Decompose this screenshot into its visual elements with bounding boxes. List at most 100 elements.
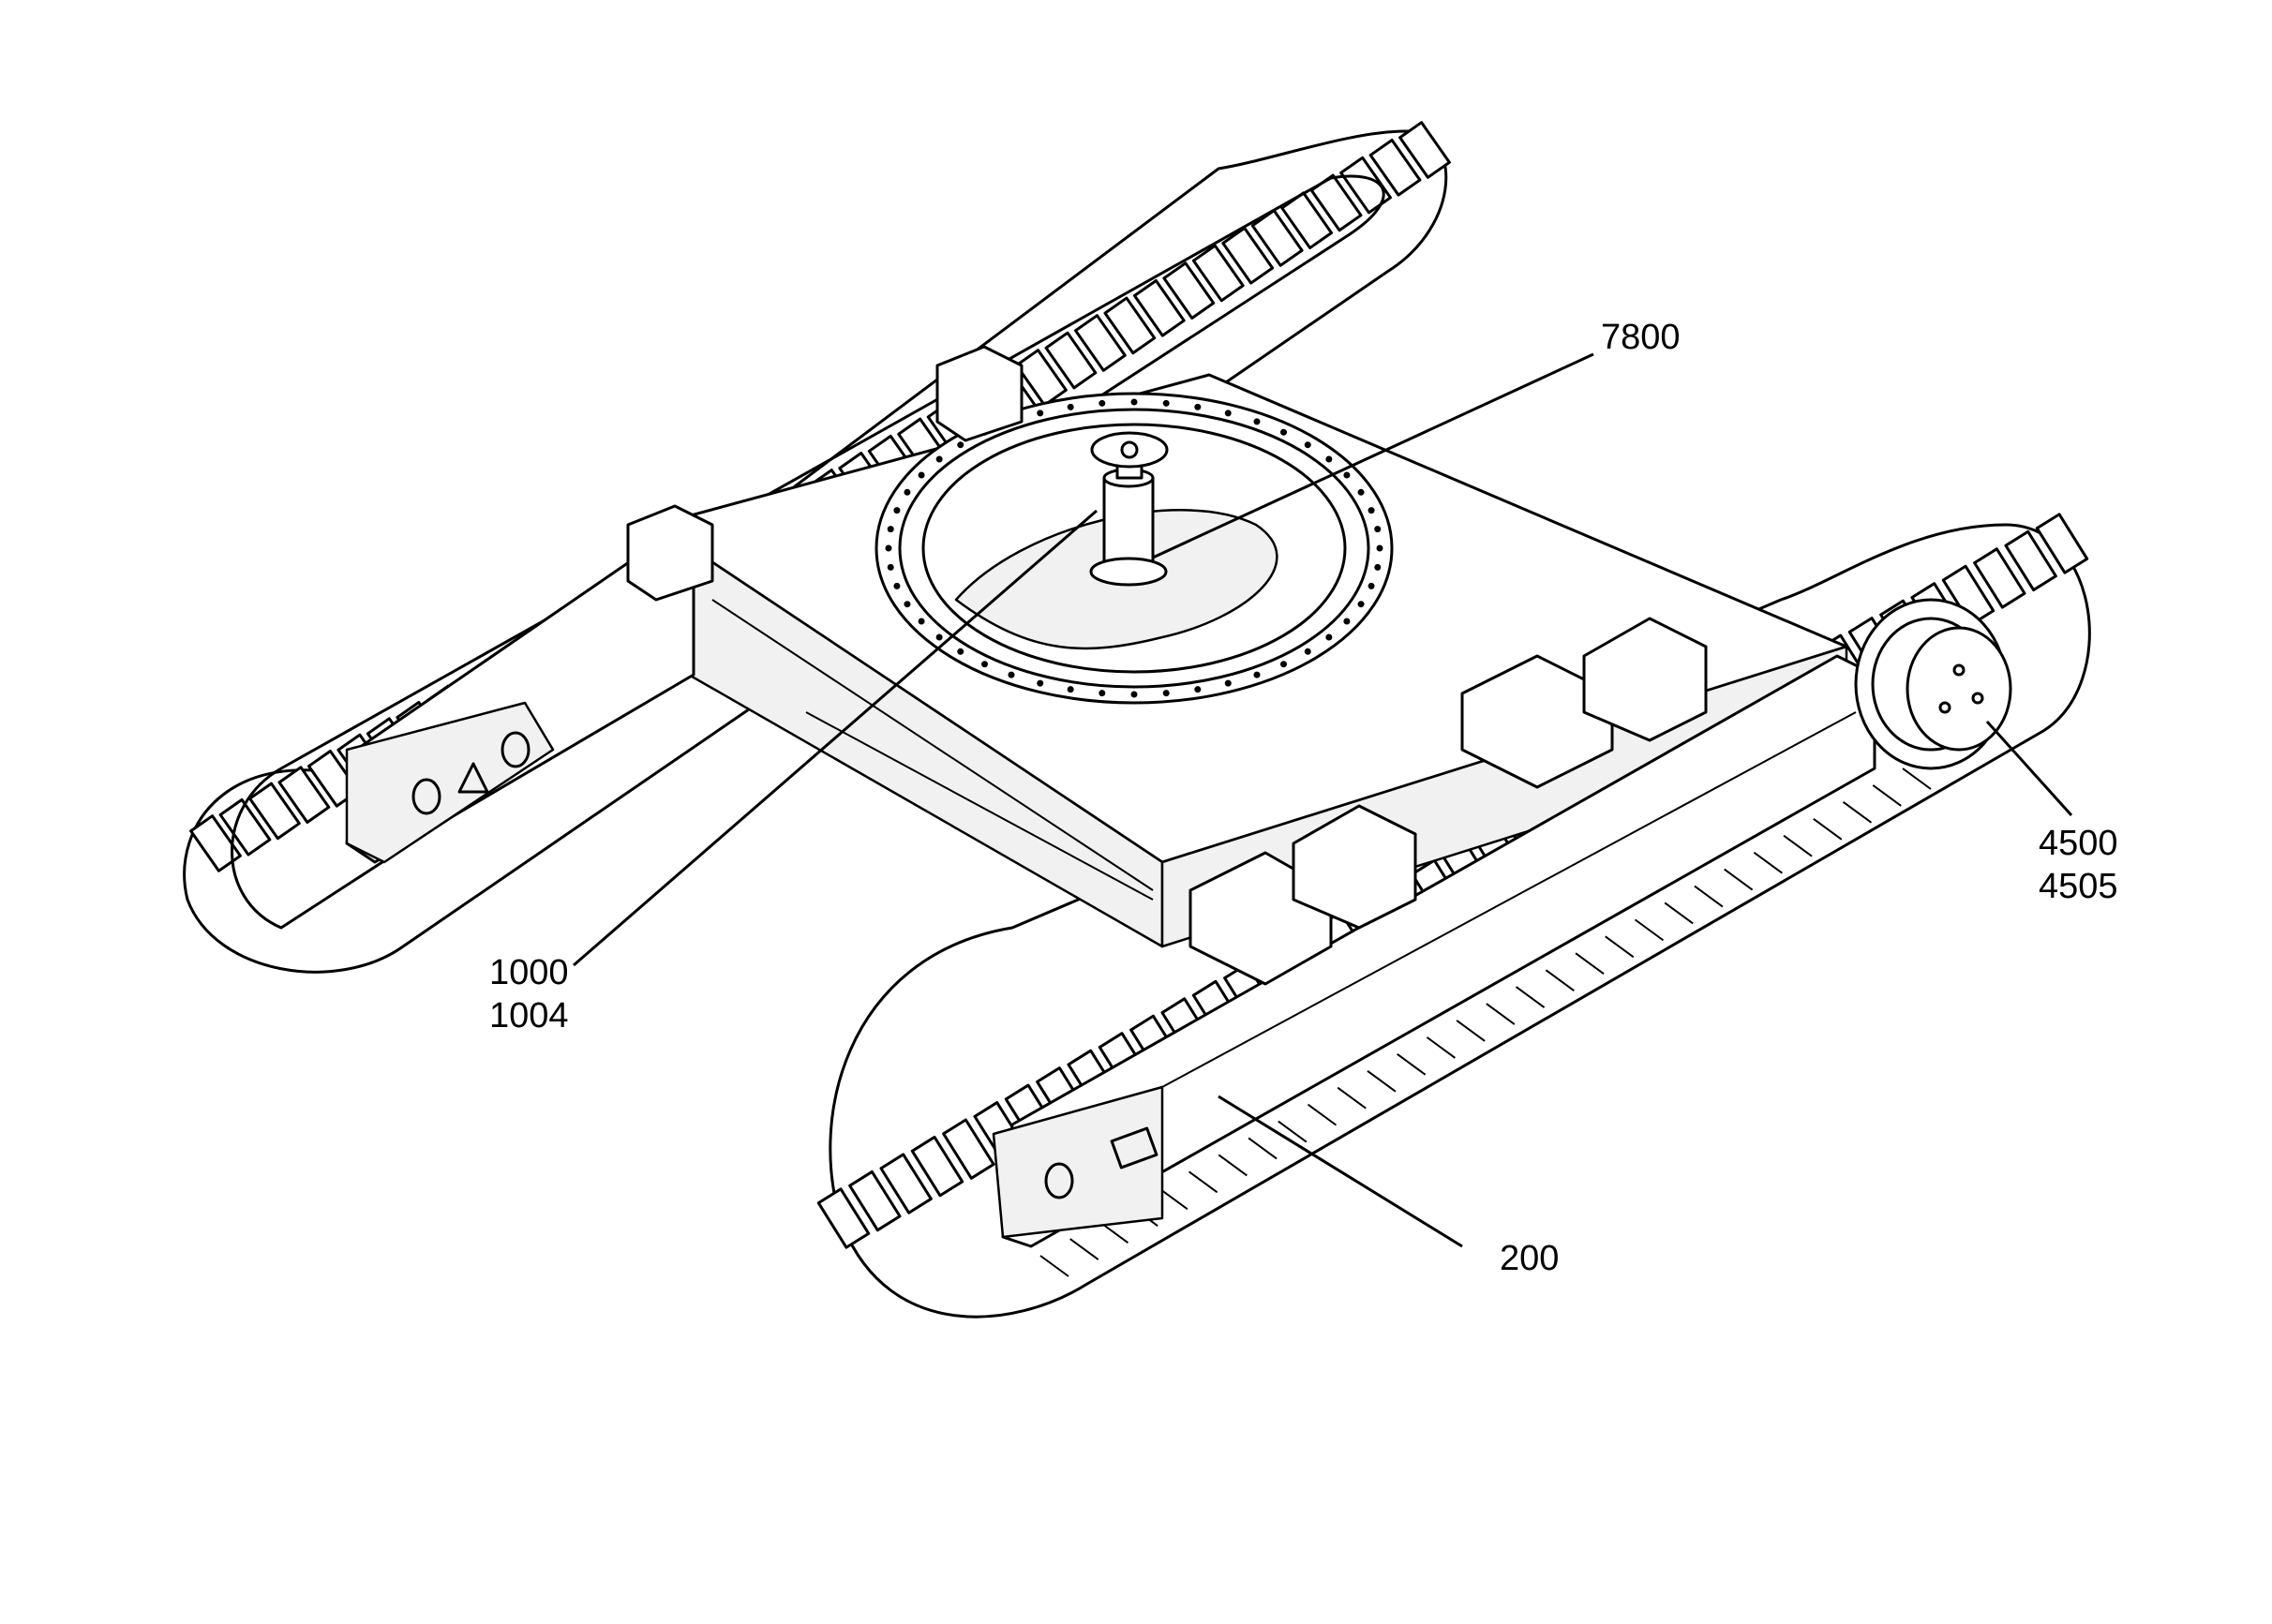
track-pad <box>848 1170 902 1232</box>
track-shoe-edge <box>1039 1255 1069 1277</box>
label-1000: 1000 <box>489 953 569 992</box>
track-pad <box>1250 209 1304 267</box>
leader-7800 <box>1152 352 1594 559</box>
ring-bolt <box>1067 686 1074 693</box>
ring-bolt <box>1194 686 1202 693</box>
label-1004: 1004 <box>489 996 569 1035</box>
ring-bolt <box>1325 633 1333 641</box>
track-shoe-edge <box>1545 969 1575 991</box>
ring-bolt <box>981 661 989 668</box>
track-pad <box>816 1187 871 1249</box>
track-shoe-edge <box>1248 1137 1278 1160</box>
track-shoe-edge <box>1486 1003 1516 1025</box>
ring-bolt <box>918 618 925 625</box>
label-200: 200 <box>1500 1239 1559 1278</box>
ring-bolt <box>1253 418 1261 425</box>
track-shoe-edge <box>1426 1036 1457 1059</box>
track-pad <box>1162 261 1216 320</box>
ring-bolt <box>1279 661 1287 668</box>
ring-bolt <box>1376 544 1383 552</box>
ring-bolt <box>1008 671 1015 678</box>
track-pad <box>910 1135 964 1198</box>
track-pad <box>1191 244 1245 303</box>
track-pad <box>2004 529 2057 592</box>
leader-1000 <box>573 509 1098 967</box>
ring-bolt <box>904 488 911 496</box>
track-pad <box>1398 121 1451 179</box>
ring-bolt <box>1067 403 1074 410</box>
ring-bolt <box>904 601 911 608</box>
track-pad <box>248 782 301 841</box>
leader-lines <box>573 352 2073 1248</box>
ring-bolt <box>885 544 892 552</box>
bottom-track-shoes <box>1039 767 1932 1277</box>
track-shoe-edge <box>1337 1086 1367 1110</box>
track-shoe-edge <box>1813 817 1843 841</box>
ring-bolt <box>1374 563 1382 571</box>
ring-bolt <box>1194 403 1202 410</box>
ring-bolt <box>1130 398 1138 406</box>
ring-bolt <box>935 633 943 641</box>
label-4505: 4505 <box>2039 867 2118 906</box>
final-drive <box>1854 598 2012 770</box>
track-shoe-edge <box>1753 851 1783 874</box>
ring-bolt <box>1304 441 1311 449</box>
ring-bolt <box>1253 671 1261 678</box>
label-7800: 7800 <box>1601 318 1681 357</box>
track-pad <box>942 1118 995 1180</box>
ring-bolt <box>1224 679 1232 687</box>
ring-bolt <box>1357 488 1365 496</box>
track-shoe-edge <box>1783 834 1813 857</box>
track-shoe-edge <box>1367 1069 1397 1093</box>
track-pad <box>1941 564 1995 627</box>
leader-4500 <box>1985 720 2073 817</box>
track-pad <box>1973 547 2026 609</box>
label-4500: 4500 <box>2039 824 2118 863</box>
ring-bolt <box>957 441 964 449</box>
track-pad <box>1221 226 1275 285</box>
ring-bolt <box>1368 507 1375 514</box>
track-pad <box>1132 278 1186 337</box>
ring-bolt <box>1130 691 1138 698</box>
track-pad <box>277 766 331 824</box>
ring-bolt <box>1357 601 1365 608</box>
callout-labels: 7800 1000 1004 4500 4505 200 <box>489 318 2118 1278</box>
track-shoe-edge <box>1605 935 1635 959</box>
track-shoe-edge <box>1278 1120 1308 1143</box>
track-pad <box>1044 331 1098 390</box>
track-pad <box>1368 138 1422 197</box>
ring-bolt <box>887 526 894 533</box>
track-shoe-edge <box>1397 1053 1427 1076</box>
ring-bolt <box>1343 618 1351 625</box>
track-shoe-edge <box>1456 1020 1486 1042</box>
ring-bolt <box>1037 679 1044 687</box>
track-pad <box>879 1153 933 1214</box>
track-pad <box>1103 296 1157 355</box>
track-shoe-edge <box>1842 801 1873 824</box>
track-shoe-edge <box>1218 1154 1248 1177</box>
track-shoe-edge <box>1664 901 1694 925</box>
ring-bolt <box>1162 399 1170 407</box>
track-shoe-edge <box>1575 952 1605 976</box>
track-shoe-edge <box>1515 986 1546 1008</box>
ring-bolt <box>1368 582 1375 589</box>
ring-bolt <box>1304 648 1311 655</box>
ring-bolt <box>1325 455 1333 463</box>
ring-bolt <box>918 471 925 479</box>
ring-bolt <box>893 582 901 589</box>
ring-bolt <box>957 648 964 655</box>
ring-bolt <box>1343 471 1351 479</box>
track-shoe-edge <box>1158 1187 1188 1211</box>
track-pad <box>1015 349 1068 407</box>
ring-bolt <box>893 507 901 514</box>
ring-bolt <box>1224 410 1232 417</box>
ring-bolt <box>1037 410 1044 417</box>
track-shoe-edge <box>1069 1238 1099 1260</box>
ring-bolt <box>1099 399 1106 407</box>
track-shoe-edge <box>1307 1103 1338 1126</box>
center-swivel-joint <box>1089 431 1169 587</box>
track-shoe-edge <box>1634 918 1665 942</box>
ring-bolt <box>887 563 894 571</box>
ring-bolt <box>1099 690 1106 697</box>
